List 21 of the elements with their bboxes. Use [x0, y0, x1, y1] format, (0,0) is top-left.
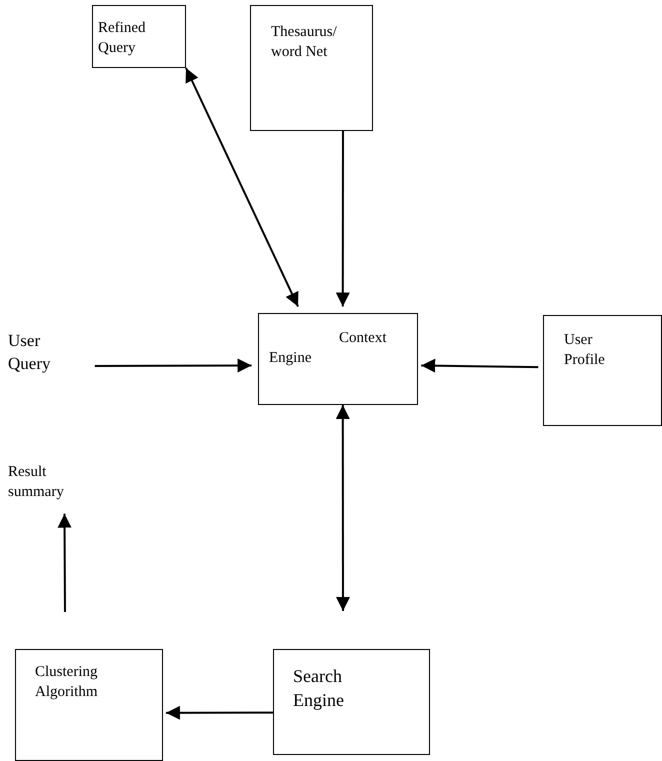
process-box: [543, 315, 662, 426]
node-label: Search Engine: [293, 665, 345, 712]
node-label: Thesaurus/ word Net: [271, 23, 338, 62]
node-label: User Profile: [564, 331, 606, 370]
text-label: User Query: [8, 330, 52, 375]
arrow: [185, 68, 299, 307]
process-box: [92, 5, 186, 68]
process-box: [15, 649, 163, 761]
arrow: [421, 358, 538, 373]
node-label: Clustering Algorithm: [35, 663, 98, 702]
node-label: Refined Query: [98, 19, 146, 58]
node-label: Context Engine: [269, 329, 388, 368]
text-label: Result summary: [8, 463, 65, 502]
arrow: [336, 405, 350, 611]
process-box: [273, 649, 430, 755]
arrow: [166, 706, 273, 720]
process-box: [258, 313, 418, 405]
process-box: [250, 5, 373, 131]
arrow: [58, 514, 72, 612]
arrow: [336, 131, 350, 307]
arrow: [94, 358, 252, 372]
